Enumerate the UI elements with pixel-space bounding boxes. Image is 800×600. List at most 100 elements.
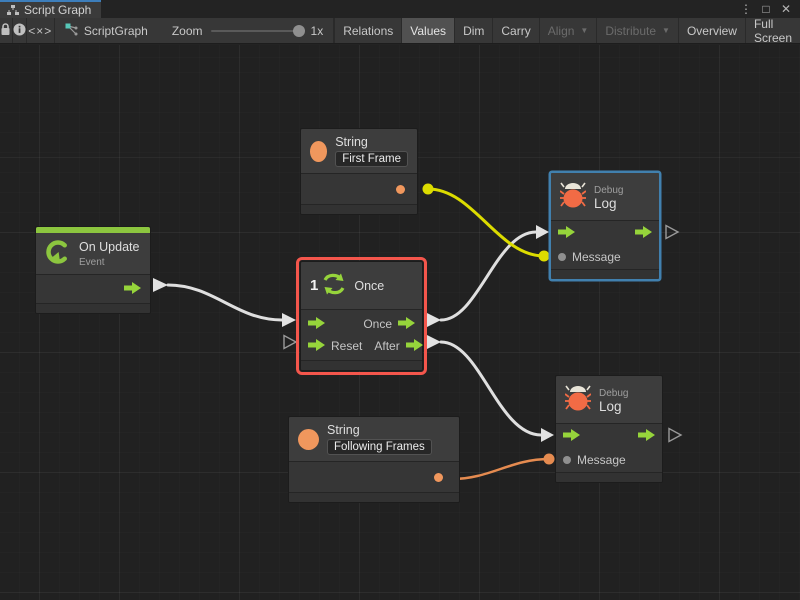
graph-name-label: ScriptGraph bbox=[83, 23, 148, 38]
node-footer bbox=[551, 269, 659, 279]
node-title: Log bbox=[594, 196, 617, 211]
wire-layer bbox=[153, 183, 683, 485]
node-subtitle: Debug bbox=[599, 388, 629, 399]
message-input-port[interactable] bbox=[558, 253, 566, 261]
flow-input-port[interactable] bbox=[563, 428, 580, 444]
close-icon[interactable]: ✕ bbox=[780, 2, 792, 16]
wire-string-to-message-orange[interactable] bbox=[450, 457, 551, 481]
flow-output-port[interactable] bbox=[638, 428, 655, 444]
bug-icon bbox=[564, 384, 592, 415]
lock-button[interactable] bbox=[0, 18, 13, 43]
node-string-following-frames[interactable]: String Following Frames bbox=[288, 416, 460, 503]
tab-bar: Script Graph ⋮ □ ✕ bbox=[0, 0, 800, 18]
flow-input-port[interactable] bbox=[308, 338, 325, 354]
node-title: On Update bbox=[79, 239, 140, 254]
fullscreen-button[interactable]: Full Screen bbox=[744, 17, 800, 45]
port-triangle-out[interactable] bbox=[153, 278, 168, 292]
wire-onupdate-to-once[interactable] bbox=[166, 283, 284, 322]
window-controls: ⋮ □ ✕ bbox=[738, 0, 800, 18]
once-count-badge: 1 bbox=[310, 277, 319, 294]
maximize-icon[interactable]: □ bbox=[762, 2, 770, 16]
node-string-first-frame[interactable]: String First Frame bbox=[300, 128, 418, 215]
port-label-after: After bbox=[374, 339, 400, 353]
wire-endpoint[interactable] bbox=[538, 250, 550, 262]
graph-breadcrumb[interactable]: ScriptGraph bbox=[55, 18, 162, 43]
lock-icon bbox=[0, 22, 11, 39]
node-title: String bbox=[327, 423, 360, 437]
loop-event-icon bbox=[45, 239, 71, 268]
zoom-control: Zoom 1x bbox=[162, 18, 335, 43]
distribute-dropdown[interactable]: Distribute▼ bbox=[596, 18, 678, 43]
tab-title: Script Graph bbox=[24, 3, 92, 17]
relations-button[interactable]: Relations bbox=[334, 18, 401, 43]
info-button[interactable] bbox=[13, 18, 27, 43]
chevron-down-icon: ▼ bbox=[662, 26, 670, 35]
wire-string-to-message-yellow[interactable] bbox=[426, 187, 546, 258]
flow-input-port[interactable] bbox=[308, 316, 325, 332]
align-dropdown[interactable]: Align▼ bbox=[538, 18, 597, 43]
string-value-input[interactable]: Following Frames bbox=[327, 439, 432, 455]
flow-output-port[interactable] bbox=[398, 316, 415, 332]
node-debug-log-bottom[interactable]: Debug Log Message bbox=[555, 375, 663, 483]
values-button[interactable]: Values bbox=[401, 18, 455, 43]
node-title: String bbox=[335, 135, 368, 149]
flow-output-port[interactable] bbox=[405, 338, 423, 354]
port-label-message: Message bbox=[572, 250, 621, 264]
flow-output-port[interactable] bbox=[124, 281, 141, 297]
flow-input-port[interactable] bbox=[558, 225, 575, 241]
port-triangle-empty[interactable] bbox=[665, 224, 680, 240]
node-footer bbox=[301, 360, 422, 370]
wire-endpoint[interactable] bbox=[422, 183, 434, 195]
flow-output-port[interactable] bbox=[635, 225, 652, 241]
wire-once-to-debug-bottom[interactable] bbox=[439, 340, 543, 437]
zoom-slider-handle[interactable] bbox=[292, 24, 305, 37]
graph-canvas[interactable]: String First Frame On Update Event bbox=[0, 45, 800, 600]
graph-toolbar: <×> ScriptGraph Zoom 1x Relations Values… bbox=[0, 17, 800, 45]
toolbar-buttons: Relations Values Dim Carry Align▼ Distri… bbox=[334, 17, 800, 45]
port-triangle-in[interactable] bbox=[541, 428, 554, 442]
tab-script-graph[interactable]: Script Graph bbox=[0, 0, 102, 18]
port-triangle-out[interactable] bbox=[427, 313, 441, 327]
node-once[interactable]: 1 Once Once Reset After bbox=[296, 257, 427, 375]
script-graph-icon bbox=[65, 23, 78, 39]
code-preview-button[interactable]: <×> bbox=[27, 18, 55, 43]
once-cycle-icon bbox=[322, 271, 346, 300]
carry-button[interactable]: Carry bbox=[492, 18, 538, 43]
event-accent-strip bbox=[36, 227, 150, 233]
wire-endpoint[interactable] bbox=[543, 453, 555, 465]
zoom-label: Zoom bbox=[171, 23, 203, 38]
zoom-slider[interactable] bbox=[210, 24, 305, 37]
node-footer bbox=[289, 492, 459, 502]
string-value-input[interactable]: First Frame bbox=[335, 151, 408, 167]
string-output-port[interactable] bbox=[396, 184, 405, 194]
port-label-reset: Reset bbox=[331, 339, 363, 353]
port-triangle-in[interactable] bbox=[536, 225, 549, 239]
bug-icon bbox=[559, 181, 587, 212]
code-angle-icon: <×> bbox=[28, 23, 53, 38]
port-triangle-in[interactable] bbox=[282, 313, 296, 327]
port-label-once: Once bbox=[363, 317, 392, 331]
node-debug-log-top[interactable]: Debug Log Message bbox=[550, 172, 660, 280]
wire-once-to-debug-top[interactable] bbox=[439, 230, 538, 322]
node-title: Log bbox=[599, 399, 622, 414]
port-triangle-empty[interactable] bbox=[283, 334, 298, 350]
port-triangle-out[interactable] bbox=[427, 335, 441, 349]
port-triangle-empty[interactable] bbox=[668, 427, 683, 443]
menu-kebab-icon[interactable]: ⋮ bbox=[740, 2, 752, 16]
overview-button[interactable]: Overview bbox=[677, 18, 745, 43]
node-footer bbox=[556, 472, 662, 482]
string-type-icon bbox=[298, 428, 319, 450]
node-footer bbox=[301, 204, 417, 214]
info-icon bbox=[13, 23, 26, 39]
string-output-port[interactable] bbox=[434, 472, 443, 482]
node-on-update[interactable]: On Update Event bbox=[35, 226, 151, 314]
chevron-down-icon: ▼ bbox=[580, 26, 589, 35]
message-input-port[interactable] bbox=[563, 456, 571, 464]
dim-button[interactable]: Dim bbox=[454, 18, 492, 43]
graph-hierarchy-icon bbox=[7, 4, 19, 16]
zoom-value: 1x bbox=[310, 23, 324, 38]
node-subtitle: Debug bbox=[594, 185, 624, 196]
node-footer bbox=[36, 303, 150, 313]
node-subtitle: Event bbox=[79, 256, 105, 268]
